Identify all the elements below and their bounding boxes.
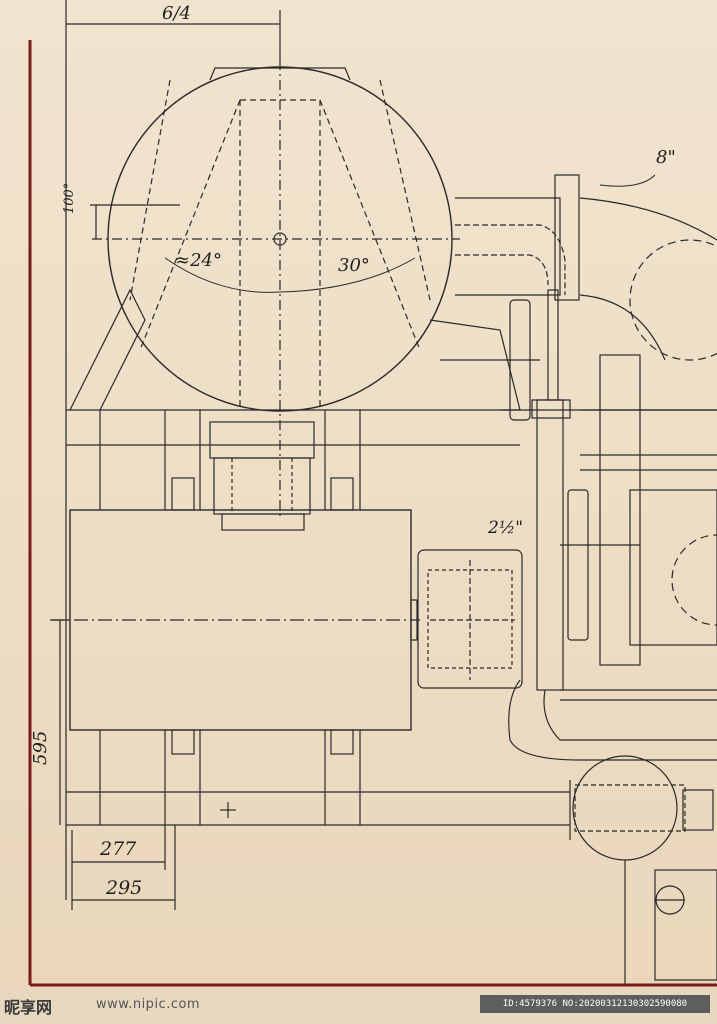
watermark-logo: 昵享网 [4, 998, 53, 1017]
bearing-block [209, 421, 315, 459]
pipe-8-inch [455, 197, 561, 296]
dim-label-pipe-2-5: 2½" [488, 518, 524, 538]
lower-pump-circle [572, 755, 678, 861]
drum-top-cap [209, 67, 351, 81]
support-leg-right [429, 319, 521, 411]
motor-housing [69, 509, 412, 731]
watermark-id: ID:4579376 NO:20200312130302590080 [480, 995, 710, 1013]
support-leg-left [69, 288, 146, 411]
dim-label-top-width: 6/4 [162, 3, 191, 24]
dim-label-width-277: 277 [100, 838, 137, 860]
dim-label-width-295: 295 [106, 877, 143, 899]
vertical-shaft [536, 399, 564, 691]
coupling-box [417, 549, 523, 689]
dim-label-height-595: 595 [30, 730, 51, 765]
dim-label-angle-30: 30° [338, 255, 370, 276]
dim-label-pipe-8: 8" [656, 147, 676, 168]
dim-label-angle-24: ≈24° [175, 250, 222, 271]
watermark-site: www.nipic.com [96, 997, 201, 1012]
dim-label-offset-100: 100° [62, 182, 77, 214]
